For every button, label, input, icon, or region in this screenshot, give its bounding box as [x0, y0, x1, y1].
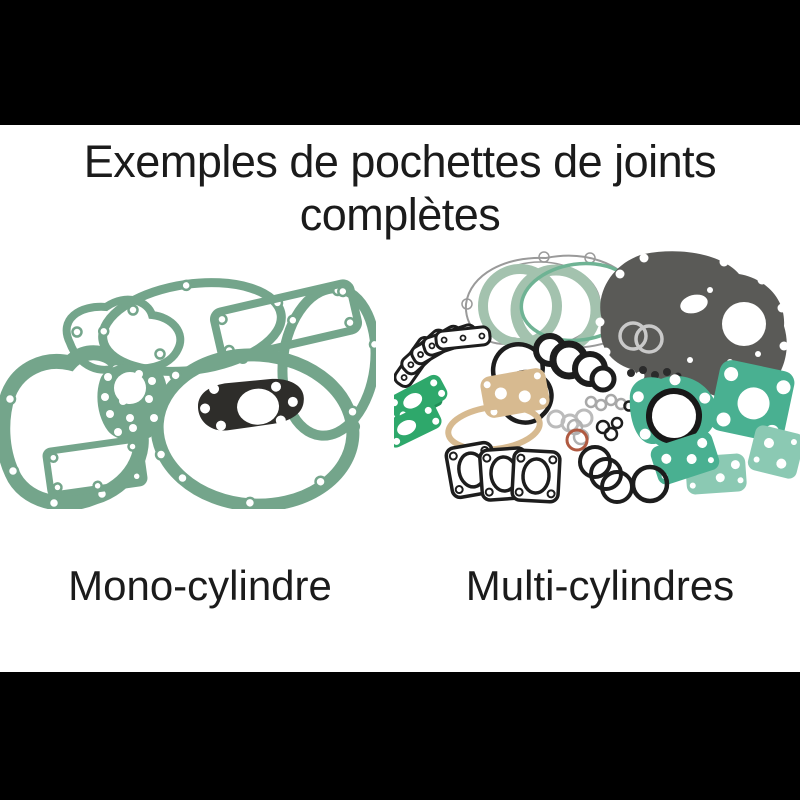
- green-stacked-gaskets: [394, 374, 448, 448]
- letterbox-bottom: [0, 672, 800, 800]
- multi-cylinder-kit-photo: [394, 251, 800, 504]
- letterbox-top: [0, 0, 800, 125]
- center-crankcase-gasket: [150, 348, 360, 509]
- black-round-gasket-cluster: [533, 333, 617, 393]
- red-o-ring: [565, 428, 589, 452]
- tan-gaskets: [445, 368, 550, 453]
- label-mono-cylindre: Mono-cylindre: [68, 562, 332, 609]
- title-line-2: complètes: [299, 189, 501, 240]
- head-gasket-dark: [198, 378, 304, 431]
- bottom-right-head-gaskets: [650, 431, 747, 495]
- light-o-ring-pair: [618, 321, 664, 354]
- cylinder-base-gasket-trio: [444, 440, 562, 504]
- page-title: Exemples de pochettes de joints complète…: [0, 135, 800, 241]
- reed-gasket-fan: [394, 323, 492, 389]
- label-multi-cylindres: Multi-cylindres: [465, 562, 735, 609]
- black-o-ring-cluster: [578, 445, 670, 504]
- cylinder-base-gasket: [209, 279, 363, 363]
- content-area: Exemples de pochettes de joints complète…: [0, 125, 800, 672]
- bolt-plate-gasket: [97, 364, 167, 441]
- rectangular-cover-gasket: [42, 435, 148, 499]
- mono-cylinder-kit-photo: [0, 278, 376, 509]
- rubber-grommets: [627, 366, 682, 380]
- title-line-1: Exemples de pochettes de joints: [83, 136, 717, 187]
- light-teal-gasket: [747, 425, 800, 479]
- head-gasket-with-o-ring: [629, 374, 717, 453]
- figure-labels: Mono-cylindre Multi-cylindres: [0, 562, 800, 610]
- small-ring-cluster: [546, 393, 635, 446]
